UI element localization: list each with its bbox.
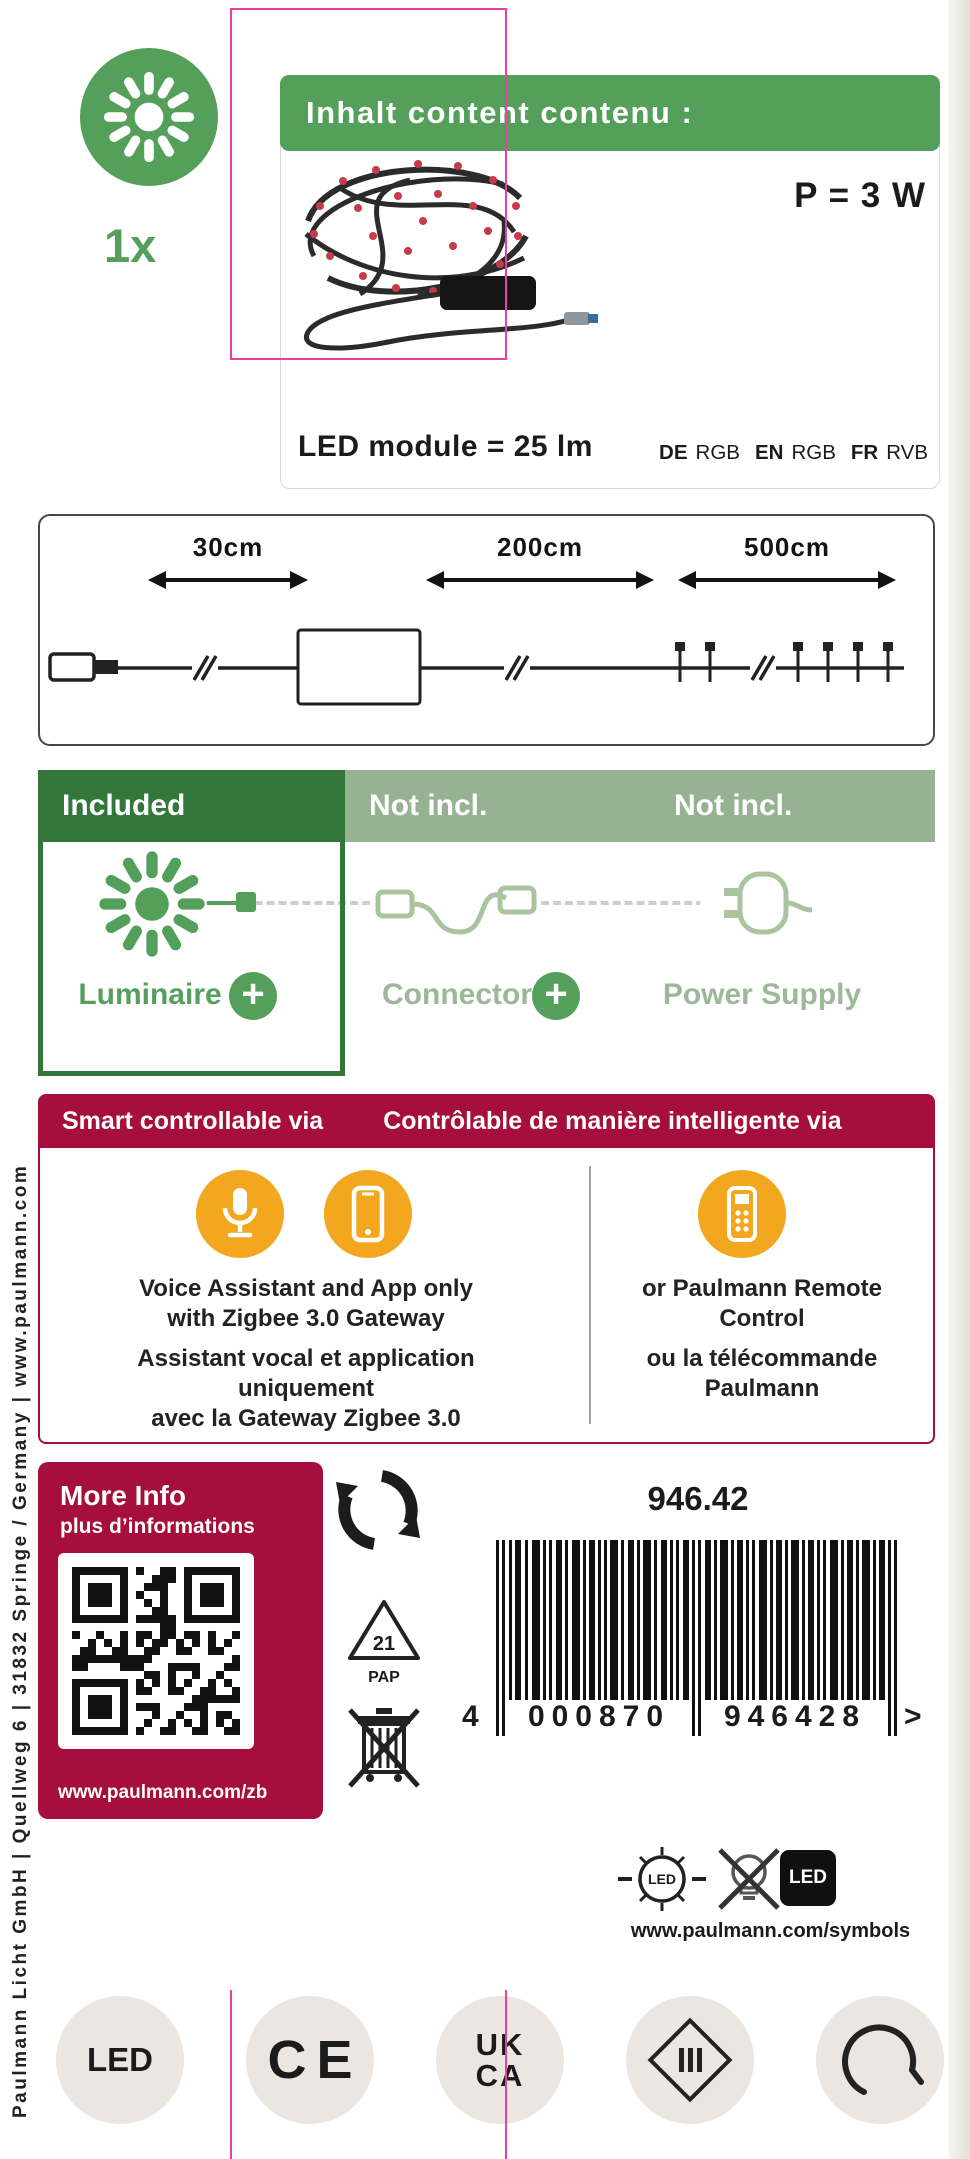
qr-url: www.paulmann.com/zb [58, 1782, 268, 1803]
smart-line: or Paulmann Remote [641, 1275, 883, 1302]
pap-number: 21 [373, 1633, 395, 1655]
connector-plug [564, 312, 590, 325]
qr-code-svg [72, 1567, 240, 1735]
smart-line: Voice Assistant and App only [139, 1275, 473, 1302]
not-included-header-1: Not incl. [345, 770, 650, 842]
led-box-symbol: LED [780, 1850, 836, 1906]
smart-header: Smart controllable via Contrôlable de ma… [38, 1094, 935, 1148]
item-luminaire: Luminaire [78, 978, 222, 1011]
plus-icon: + [532, 972, 580, 1020]
item-power-supply: Power Supply [662, 978, 862, 1011]
smart-line: Control [719, 1305, 805, 1332]
lang-value: RGB [695, 441, 740, 464]
item-connector: Connector [382, 978, 532, 1011]
content-header-title: Inhalt content contenu : [306, 95, 694, 130]
pap-label: PAP [368, 1669, 400, 1686]
connector-icon [372, 858, 540, 950]
dim-30cm: 30cm [193, 532, 264, 562]
smart-line: avec la Gateway Zigbee 3.0 [151, 1405, 461, 1432]
divider [589, 1166, 591, 1424]
cert-dimmable [816, 1996, 944, 2124]
symbols-url: www.paulmann.com/symbols [630, 1920, 911, 1942]
ukca-bottom: CA [475, 2058, 525, 2093]
manufacturer-imprint: Paulmann Licht GmbH | Quellweg 6 | 31832… [10, 1163, 31, 2118]
class-3-diamond-icon [647, 2017, 733, 2103]
smart-line: ou la télécommande [646, 1345, 878, 1372]
remote-badge [698, 1170, 786, 1258]
lang-label: EN [754, 441, 784, 464]
product-photo-lightchain [304, 160, 598, 351]
cert-led: LED [56, 1996, 184, 2124]
no-replaceable-lamp-icon [718, 1848, 780, 1910]
dim-200cm: 200cm [497, 532, 583, 562]
dim-500cm: 500cm [744, 532, 830, 562]
controller-box [440, 276, 536, 310]
included-column-outline [38, 770, 345, 1076]
smart-text-right: or Paulmann Remote Control ou la télécom… [606, 1274, 918, 1404]
language-color-codes: DE RGB EN RGB FR RVB [545, 441, 935, 465]
included-header: Included [38, 770, 345, 842]
cable-end-connector [236, 892, 256, 912]
smart-line: Paulmann [704, 1375, 820, 1402]
smart-title-en: Smart controllable via [62, 1106, 324, 1135]
cert-protection-class-3 [626, 1996, 754, 2124]
microphone-icon [222, 1188, 258, 1238]
cert-ukca-mark: UK CA [436, 1996, 564, 2124]
cert-ce-mark: CE [246, 1996, 374, 2124]
ean-digit-first: 4 [462, 1700, 479, 1733]
voice-assistant-badge [196, 1170, 284, 1258]
crop-mark [505, 1990, 507, 2159]
dimension-diagram-svg: 30cm 200cm 500cm [48, 532, 904, 706]
crossed-bin-icon [348, 1708, 420, 1788]
dimmable-icon [842, 2024, 924, 2095]
lumen-label: LED module = 25 lm [298, 430, 593, 463]
page-edge [948, 0, 970, 2159]
crop-mark [230, 1990, 232, 2159]
qr-code [58, 1553, 254, 1749]
not-included-header-2: Not incl. [650, 770, 935, 842]
led-module-symbol: LED [618, 1847, 706, 1911]
remote-control-icon [727, 1186, 757, 1242]
luminaire-badge [80, 48, 218, 186]
recycling-triangle-pap: 21 PAP [348, 1600, 420, 1686]
ean-digits-group1: 000870 [527, 1700, 671, 1733]
more-info-subtitle: plus d’informations [60, 1515, 255, 1538]
ean-digits-group2: 946428 [723, 1700, 867, 1733]
smart-line: Assistant vocal et application uniquemen… [137, 1345, 475, 1402]
green-dot-icon [336, 1470, 420, 1550]
article-number: 946.42 [647, 1480, 749, 1517]
crop-mark [230, 358, 507, 360]
lang-value: RVB [886, 441, 928, 464]
ean-barcode [496, 1540, 897, 1736]
smart-body [38, 1148, 935, 1444]
sun-icon [103, 71, 195, 163]
cable-line [186, 901, 238, 905]
dimension-diagram: 30cm 200cm 500cm [38, 514, 935, 746]
smart-text-left: Voice Assistant and App only with Zigbee… [66, 1274, 546, 1434]
luminaire-icon [97, 849, 207, 959]
power-supply-icon [700, 858, 818, 950]
crop-mark [230, 8, 507, 10]
more-info-title: More Info [60, 1480, 186, 1511]
ean-suffix: > [904, 1700, 922, 1733]
power-rating: P = 3 W [794, 176, 926, 215]
crop-mark [505, 8, 507, 360]
lang-label: DE [659, 441, 688, 464]
smart-line: with Zigbee 3.0 Gateway [167, 1305, 445, 1332]
smartphone-icon [351, 1185, 385, 1243]
plus-icon: + [229, 972, 277, 1020]
led-circle-label: LED [648, 1871, 676, 1887]
crop-mark [230, 8, 232, 360]
lang-value: RGB [791, 441, 836, 464]
ukca-top: UK [475, 2027, 525, 2062]
lang-label: FR [850, 441, 879, 464]
smart-title-fr: Contrôlable de manière intelligente via [383, 1106, 842, 1135]
content-header: Inhalt content contenu : [280, 75, 940, 151]
app-badge [324, 1170, 412, 1258]
quantity-label: 1x [104, 219, 157, 272]
